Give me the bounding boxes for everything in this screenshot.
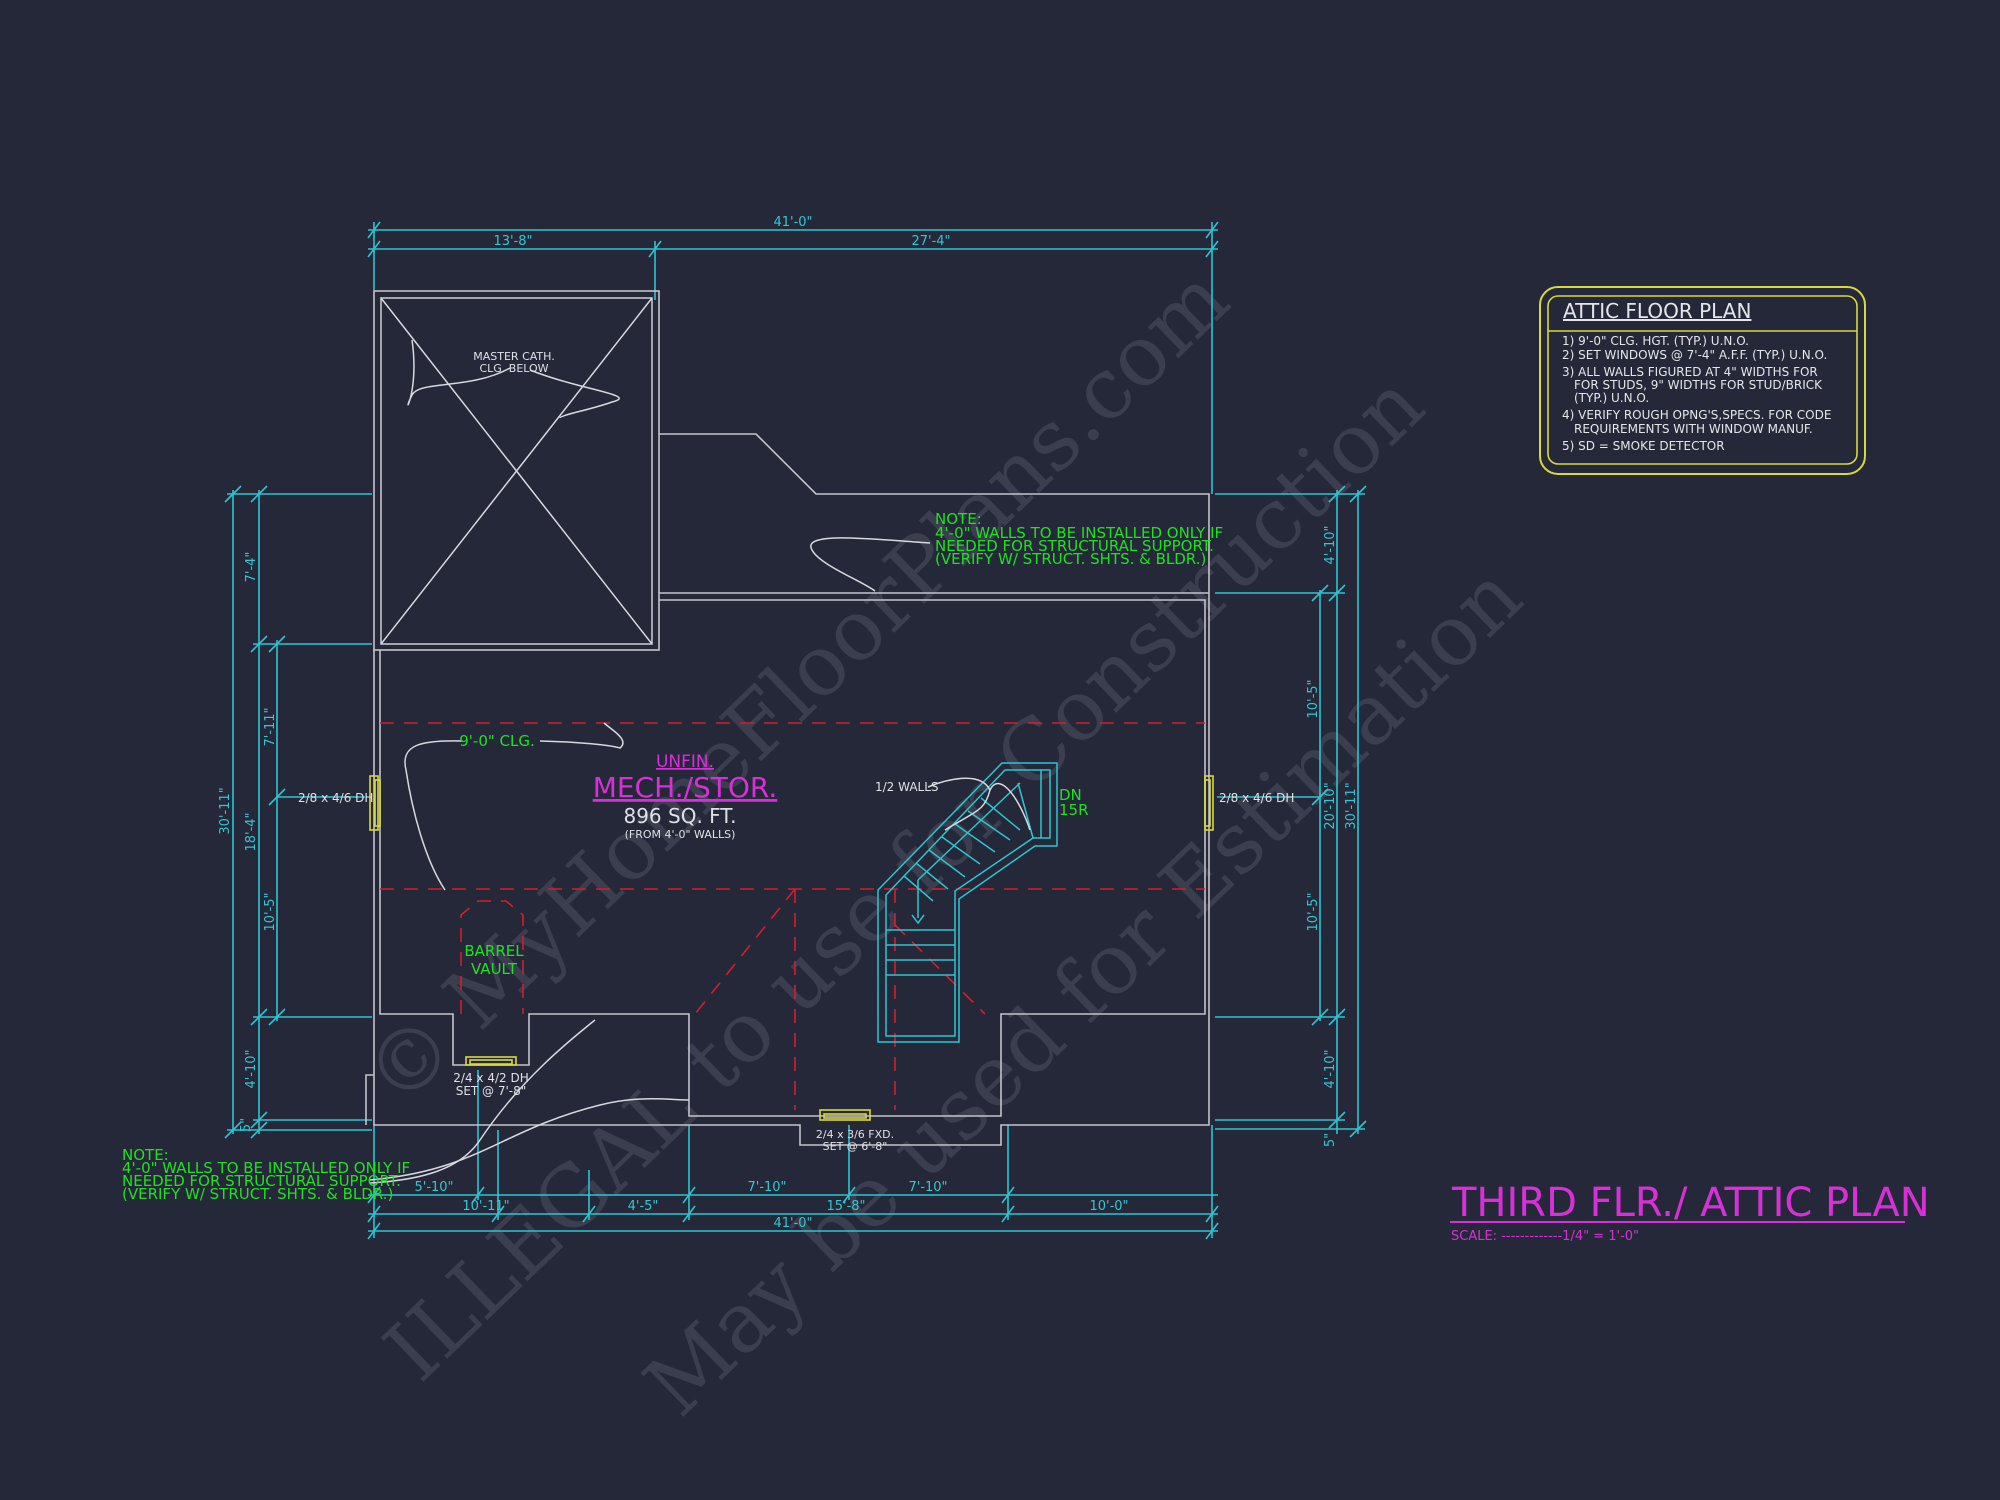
note-3: 3) ALL WALLS FIGURED AT 4" WIDTHS FOR [1562,365,1818,379]
ceiling-break-lines [380,722,1205,1110]
stair-risers-label: 15R [1059,801,1089,819]
dim-top-overall: 41'-0" [773,215,812,230]
barrel-vault-label-2: VAULT [471,960,518,978]
dim-bottom: 7'-10" [747,1180,786,1195]
note-3-cont: (TYP.) U.N.O. [1574,391,1649,405]
notes-block-title: ATTIC FLOOR PLAN [1563,299,1751,323]
window-bottom-left [465,1056,517,1066]
note-4: 4) VERIFY ROUGH OPNG'S,SPECS. FOR CODE [1562,408,1831,422]
window-bottom-center-label: 2/4 x 3/6 FXD. [816,1128,894,1141]
window-bottom-center-set: SET @ 6'-8" [823,1140,888,1153]
dim-bottom: 10'-11" [462,1199,509,1214]
drawing-title-text: THIRD FLR./ ATTIC PLAN [1451,1180,1930,1226]
note-1: 1) 9'-0" CLG. HGT. (TYP.) U.N.O. [1562,334,1749,348]
note-text: NEEDED FOR STRUCTURAL SUPPORT. [122,1172,401,1190]
window-bottom-left-set: SET @ 7'-8" [456,1084,527,1098]
note-text: (VERIFY W/ STRUCT. SHTS. & BLDR.) [935,550,1206,568]
dim-left: 10'-5" [263,892,278,931]
window-left [369,775,381,831]
stair [877,762,1058,1043]
dimension-labels: 41'-0" 13'-8" 27'-4" 5'-10" 10'-11" 4'-5… [218,215,1359,1231]
half-walls-label: 1/2 WALLS [875,780,939,794]
area-label: 896 SQ. FT. [623,804,736,828]
dim-bottom: 7'-10" [908,1180,947,1195]
mech-stor-label: MECH./STOR. [593,771,778,804]
room-labels: MASTER CATH. CLG. BELOW 9'-0" CLG. UNFIN… [459,350,1088,978]
window-labels: 2/8 x 4/6 DH 2/8 x 4/6 DH 2/4 x 4/2 DH S… [298,791,1294,1153]
dim-right-overall: 30'-11" [1344,782,1359,829]
note-text: NOTE: [122,1146,169,1164]
dim-bottom-overall: 41'-0" [773,1216,812,1231]
master-cath-label: MASTER CATH. [473,350,554,363]
window-right-label: 2/8 x 4/6 DH [1219,791,1294,805]
drawing-scale: SCALE: -------------1/4" = 1'-0" [1451,1229,1639,1244]
dim-right: 5" [1323,1133,1338,1147]
note-text: NOTE: [935,510,982,528]
attic-floor-plan-notes-block: ATTIC FLOOR PLAN 1) 9'-0" CLG. HGT. (TYP… [1539,286,1866,475]
dimension-lines [224,221,1367,1240]
stair-dn-label: DN [1059,786,1082,804]
drawing-title: THIRD FLR./ ATTIC PLAN SCALE: ----------… [1450,1180,1930,1244]
dim-left: 4'-10" [244,1049,259,1088]
dim-right: 4'-10" [1323,525,1338,564]
window-right [1204,775,1214,831]
dim-left-overall: 30'-11" [218,787,233,834]
note-4-cont: REQUIREMENTS WITH WINDOW MANUF. [1574,422,1813,436]
dim-bottom: 5'-10" [414,1180,453,1195]
barrel-vault-label: BARREL [464,942,524,960]
leader-lines [369,339,1031,1184]
dim-bottom: 4'-5" [628,1199,659,1214]
dim-bottom: 15'-8" [826,1199,865,1214]
note-text: 4'-0" WALLS TO BE INSTALLED ONLY IF [122,1159,410,1177]
note-text: 4'-0" WALLS TO BE INSTALLED ONLY IF [935,524,1223,542]
note-text: (VERIFY W/ STRUCT. SHTS. & BLDR.) [122,1185,393,1203]
master-cath-label-2: CLG. BELOW [479,362,548,375]
dim-top-right: 27'-4" [911,234,950,249]
dim-right: 10'-5" [1306,679,1321,718]
dim-left: 18'-4" [244,812,259,851]
dim-left: 7'-4" [244,552,259,583]
ceiling-height-label: 9'-0" CLG. [459,732,535,750]
window-bottom-center [819,1109,871,1121]
area-note: (FROM 4'-0" WALLS) [625,828,736,841]
note-top: NOTE: 4'-0" WALLS TO BE INSTALLED ONLY I… [935,510,1223,568]
dim-left: 5" [239,1118,254,1132]
dim-bottom: 10'-0" [1089,1199,1128,1214]
dim-left: 7'-11" [263,707,278,746]
dim-right: 20'-10" [1323,782,1338,829]
walls [365,290,1210,1146]
note-text: NEEDED FOR STRUCTURAL SUPPORT. [935,537,1214,555]
open-to-below-x [380,297,653,645]
dim-top-left: 13'-8" [493,234,532,249]
window-left-label: 2/8 x 4/6 DH [298,791,373,805]
note-5: 5) SD = SMOKE DETECTOR [1562,439,1725,453]
unfin-label: UNFIN. [656,752,714,772]
note-2: 2) SET WINDOWS @ 7'-4" A.F.F. (TYP.) U.N… [1562,348,1827,362]
dim-right: 10'-5" [1306,892,1321,931]
window-bottom-left-label: 2/4 x 4/2 DH [453,1071,528,1085]
note-3-cont: FOR STUDS, 9" WIDTHS FOR STUD/BRICK [1574,378,1823,392]
note-bottom: NOTE: 4'-0" WALLS TO BE INSTALLED ONLY I… [122,1146,410,1203]
windows [369,775,1214,1121]
dim-right: 4'-10" [1323,1049,1338,1088]
